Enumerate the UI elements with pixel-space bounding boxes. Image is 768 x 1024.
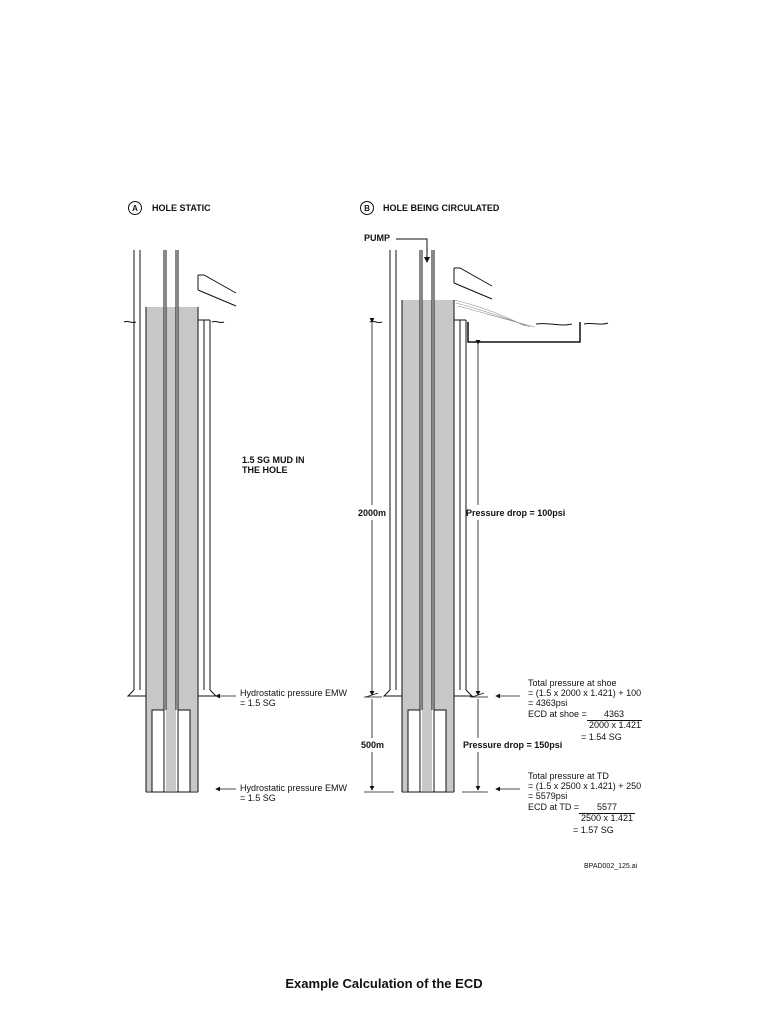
shoe-calc-line2: = (1.5 x 2000 x 1.421) + 100 bbox=[528, 688, 642, 698]
shoe-ecd-label: ECD at shoe = bbox=[528, 709, 587, 719]
depth-upper-label: 2000m bbox=[358, 508, 387, 518]
well-b bbox=[369, 238, 609, 793]
td-fraction-bar bbox=[579, 813, 635, 814]
shoe-ecd-result: = 1.54 SG bbox=[581, 732, 622, 742]
td-ecd-denominator: 2500 x 1.421 bbox=[581, 813, 634, 823]
hydro-td-line1: Hydrostatic pressure EMW bbox=[240, 783, 348, 793]
mud-label-line1: 1.5 SG MUD IN bbox=[242, 455, 305, 465]
td-calc-line2: = (1.5 x 2500 x 1.421) + 250 bbox=[528, 781, 642, 791]
panel-a-title: HOLE STATIC bbox=[152, 203, 211, 213]
td-ecd-numerator: 5577 bbox=[597, 802, 618, 812]
shoe-calc-line1: Total pressure at shoe bbox=[528, 678, 617, 688]
hydro-shoe-line2: = 1.5 SG bbox=[240, 698, 276, 708]
well-b-mud-pipe bbox=[422, 300, 432, 791]
shoe-fraction-bar bbox=[587, 720, 642, 721]
pump-label: PUMP bbox=[364, 233, 391, 243]
well-a bbox=[123, 250, 237, 793]
panel-b-badge: B bbox=[360, 201, 374, 215]
pressure-drop-upper: Pressure drop = 100psi bbox=[466, 508, 566, 518]
td-ecd-result: = 1.57 SG bbox=[573, 825, 614, 835]
panel-a-badge: A bbox=[128, 201, 142, 215]
well-a-mud-pipe bbox=[166, 307, 176, 791]
td-calc-line1: Total pressure at TD bbox=[528, 771, 609, 781]
hydro-shoe-line1: Hydrostatic pressure EMW bbox=[240, 688, 348, 698]
depth-lower-label: 500m bbox=[361, 740, 385, 750]
td-ecd-label: ECD at TD = bbox=[528, 802, 580, 812]
figure-caption: Example Calculation of the ECD bbox=[285, 976, 483, 991]
shoe-ecd-numerator: 4363 bbox=[604, 709, 625, 719]
shoe-ecd-denominator: 2000 x 1.421 bbox=[589, 720, 642, 730]
panel-b-title: HOLE BEING CIRCULATED bbox=[383, 203, 500, 213]
hydro-td-line2: = 1.5 SG bbox=[240, 793, 276, 803]
pump-line bbox=[396, 238, 430, 263]
file-reference: BPAD002_125.ai bbox=[584, 863, 638, 870]
dimension-lines bbox=[215, 318, 520, 793]
mud-label-line2: THE HOLE bbox=[242, 465, 288, 475]
td-calc-line3: = 5579psi bbox=[528, 791, 568, 801]
pressure-drop-lower: Pressure drop = 150psi bbox=[463, 740, 563, 750]
mud-pit bbox=[467, 322, 581, 343]
shoe-calc-line3: = 4363psi bbox=[528, 698, 568, 708]
